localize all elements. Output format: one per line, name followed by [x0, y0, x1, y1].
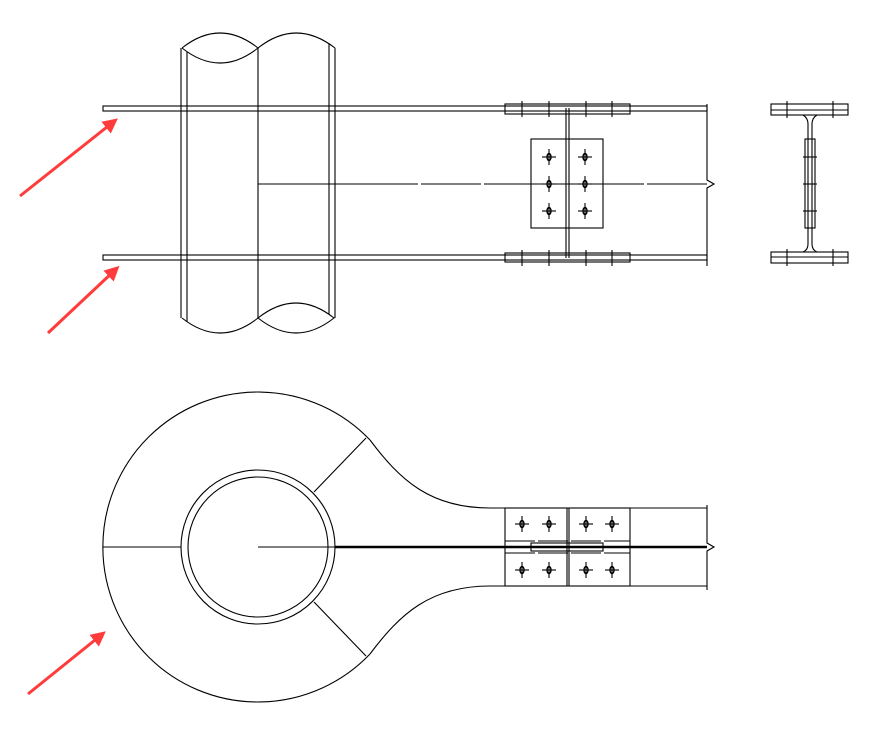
arrow-plan-ring [27, 631, 106, 696]
break-line [706, 104, 716, 266]
elevation-view [102, 32, 716, 334]
arrow-top-flange [19, 118, 118, 198]
splice-plates [504, 101, 631, 266]
pipe-column [180, 32, 336, 334]
arrow-bottom-flange [46, 265, 120, 335]
annotation-arrows [19, 118, 120, 696]
section-view [770, 101, 849, 266]
beam-flanges [102, 105, 708, 261]
plan-view [102, 391, 716, 703]
